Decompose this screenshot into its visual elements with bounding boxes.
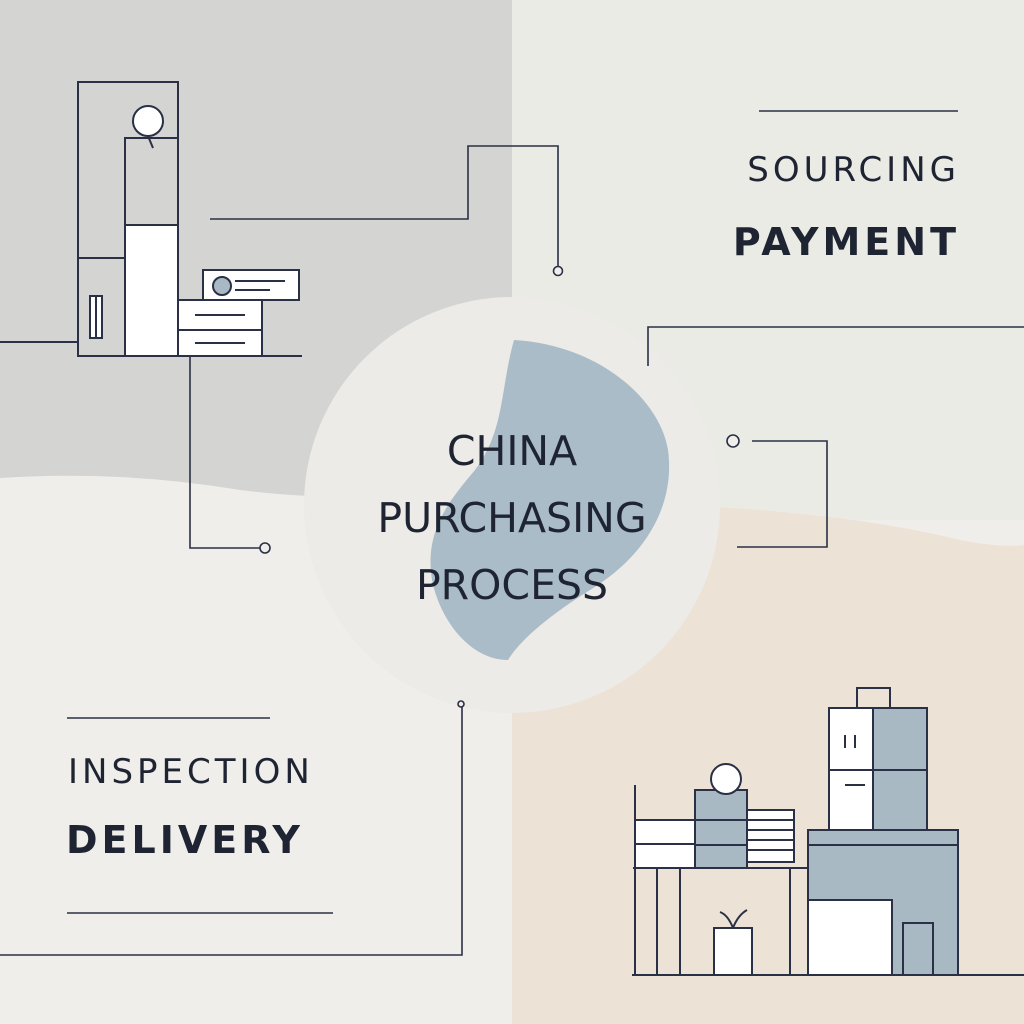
connector-lines xyxy=(0,110,1024,956)
center-blob xyxy=(430,340,670,660)
sourcing-label: SOURCING xyxy=(747,150,960,190)
connector-dots xyxy=(259,265,740,708)
inspection-label: INSPECTION xyxy=(68,752,314,792)
title-line-1: CHINA xyxy=(446,427,578,475)
payment-label: PAYMENT xyxy=(732,220,960,264)
title-line-2: PURCHASING xyxy=(377,494,647,542)
title-line-3: PROCESS xyxy=(415,561,609,609)
bottom-right-warehouse xyxy=(632,687,1024,976)
delivery-label: DELIVERY xyxy=(66,818,304,862)
center-title: CHINA PURCHASING PROCESS xyxy=(312,418,712,619)
top-left-building xyxy=(0,81,302,357)
